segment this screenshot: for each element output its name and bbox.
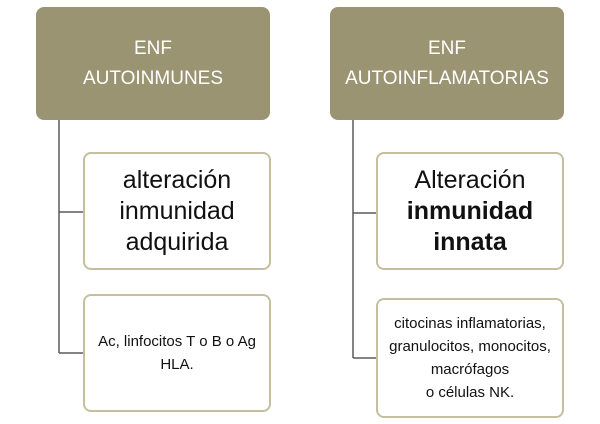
left-child1-line1: alteración bbox=[122, 165, 232, 194]
left-header-line2: AUTOINMUNES bbox=[82, 67, 224, 89]
right-child1-line2: inmunidad bbox=[406, 196, 534, 225]
right-child2-line4: o células NK. bbox=[425, 384, 515, 401]
right-header-line1: ENF bbox=[428, 37, 466, 59]
left-child-box-2: Ac, linfocitos T o B o Ag HLA. bbox=[83, 294, 271, 412]
right-child-box-1: Alteración inmunidad innata bbox=[376, 152, 564, 270]
right-child1-line1: Alteración bbox=[414, 165, 526, 194]
left-header-line1: ENF bbox=[134, 37, 172, 59]
left-child2-line2: HLA. bbox=[160, 356, 194, 373]
left-child-box-1: alteración inmunidad adquirida bbox=[83, 152, 271, 270]
right-child2-line1: citocinas inflamatorias, bbox=[394, 315, 546, 332]
right-child-box-2: citocinas inflamatorias, granulocitos, m… bbox=[376, 298, 564, 418]
right-header-line2: AUTOINFLAMATORIAS bbox=[345, 67, 549, 89]
right-header-box: ENF AUTOINFLAMATORIAS bbox=[330, 7, 564, 120]
left-child1-line2: inmunidad bbox=[119, 196, 235, 225]
right-child2-line3: macrófagos bbox=[430, 361, 510, 378]
left-header-box: ENF AUTOINMUNES bbox=[36, 7, 270, 120]
left-child2-line1: Ac, linfocitos T o B o Ag bbox=[98, 333, 256, 350]
right-child1-line3: innata bbox=[433, 227, 507, 256]
left-child1-line3: adquirida bbox=[125, 227, 229, 256]
right-child2-line2: granulocitos, monocitos, bbox=[389, 338, 551, 355]
